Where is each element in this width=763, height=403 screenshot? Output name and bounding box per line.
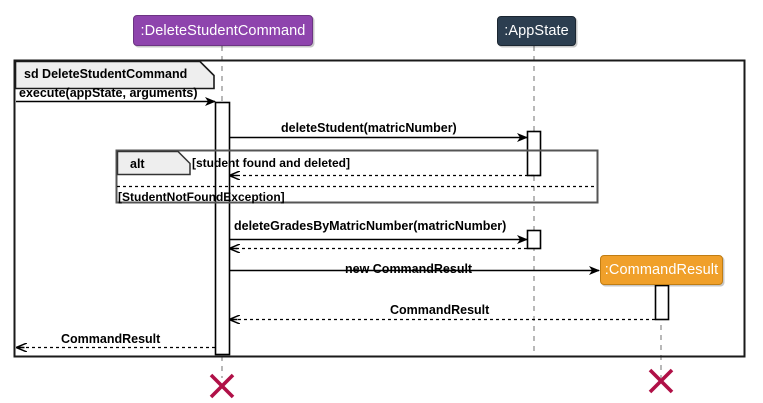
message-label-new-command-result: new CommandResult xyxy=(345,262,473,276)
alt-guard-label-2: [StudentNotFoundException] xyxy=(118,190,285,204)
alt-fragment-border xyxy=(115,149,599,204)
activation-bar-command xyxy=(214,101,231,356)
activation-bar-appstate-2 xyxy=(526,229,542,250)
message-label-command-result-return: CommandResult xyxy=(390,303,490,317)
destruction-x-command xyxy=(209,373,235,399)
sd-frame-border xyxy=(13,59,746,358)
alt-fragment-operator-label: alt xyxy=(130,157,145,171)
message-label-delete-grades: deleteGradesByMatricNumber(matricNumber) xyxy=(234,219,507,233)
alt-fragment-tag-shape xyxy=(116,150,191,176)
activation-bar-appstate-1 xyxy=(526,130,542,177)
participant-command-result[interactable]: :CommandResult xyxy=(600,255,723,285)
sd-frame-tag-label: sd DeleteStudentCommand xyxy=(24,67,188,81)
participant-app-state[interactable]: :AppState xyxy=(497,16,576,46)
message-label-command-result-to-caller: CommandResult xyxy=(61,332,161,346)
participant-delete-student-command[interactable]: :DeleteStudentCommand xyxy=(133,15,313,46)
destruction-x-result xyxy=(648,368,674,394)
activation-bar-result xyxy=(654,284,670,321)
alt-guard-label-1: [student found and deleted] xyxy=(192,156,350,170)
message-label-execute: execute(appState, arguments) xyxy=(19,86,198,100)
sd-frame-tag-shape xyxy=(14,60,215,90)
message-label-delete-student: deleteStudent(matricNumber) xyxy=(281,121,457,135)
